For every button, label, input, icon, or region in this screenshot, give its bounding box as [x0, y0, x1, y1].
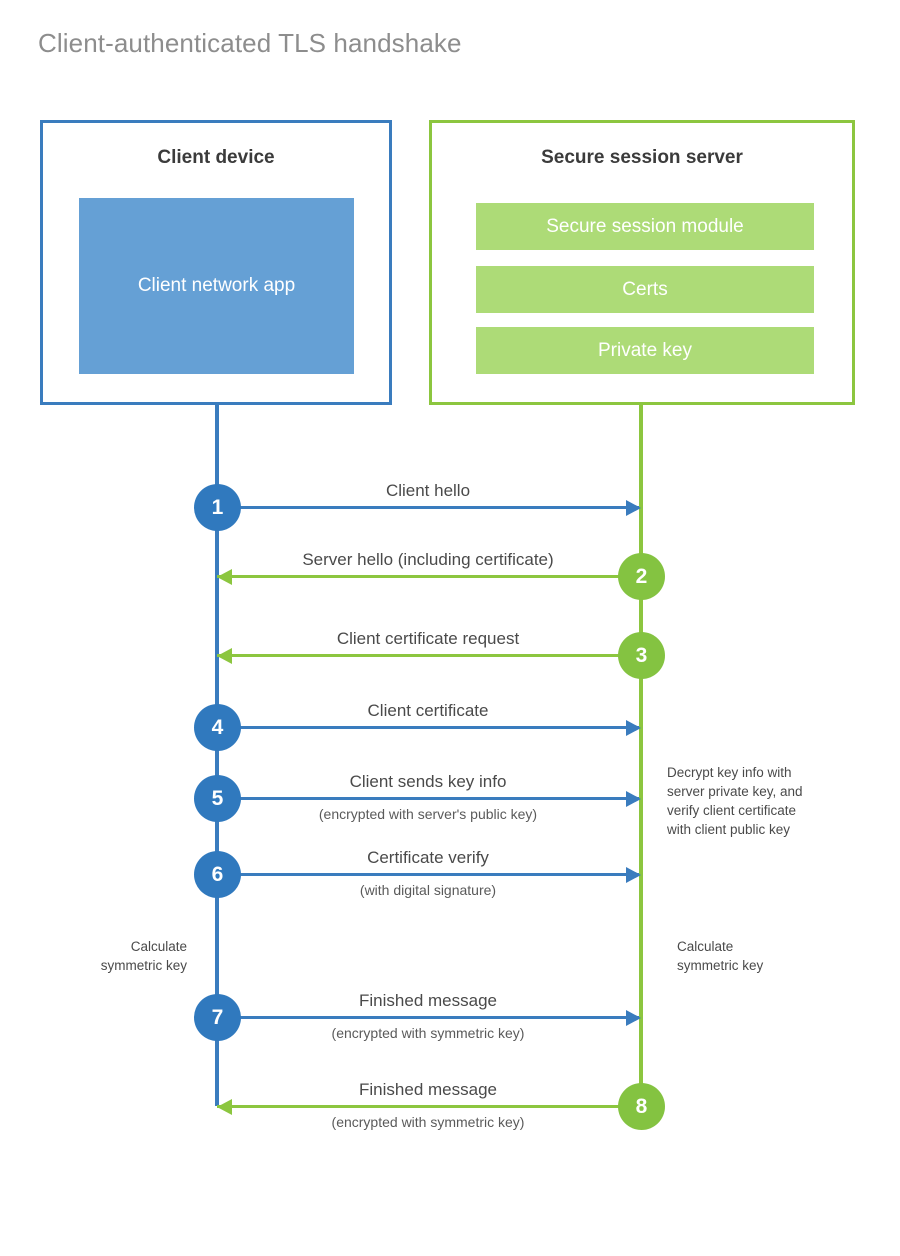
step-number-badge: 1: [194, 484, 241, 531]
step-number-badge: 8: [618, 1083, 665, 1130]
arrow-head-icon: [217, 569, 232, 585]
message-arrow-line: [217, 506, 639, 509]
secure-session-server-title: Secure session server: [541, 147, 743, 168]
message-label: Client hello: [385, 481, 471, 500]
message-sublabel: (with digital signature): [359, 882, 497, 898]
secure-session-server-box: Secure session server Secure session mod…: [429, 120, 855, 405]
step-number-badge: 2: [618, 553, 665, 600]
step-number-badge: 5: [194, 775, 241, 822]
message-label: Certificate verify: [367, 848, 489, 867]
server-lifeline: [639, 405, 643, 1106]
message-arrow-line: [217, 797, 639, 800]
note-decrypt-key-info: Decrypt key info with server private key…: [667, 765, 803, 838]
page-title: Client-authenticated TLS handshake: [38, 28, 462, 58]
server-component-certs: Certs: [476, 266, 814, 313]
message-sublabel: (encrypted with symmetric key): [331, 1025, 525, 1041]
server-component-secure-session-module: Secure session module: [476, 203, 814, 250]
message-label: Server hello (including certificate): [302, 550, 554, 569]
arrow-head-icon: [626, 500, 641, 516]
client-device-title: Client device: [157, 147, 275, 168]
step-number-badge: 4: [194, 704, 241, 751]
note-calculate-symmetric-key-server: Calculate symmetric key: [677, 939, 764, 974]
step-number-badge: 6: [194, 851, 241, 898]
message-label: Client sends key info: [349, 772, 507, 791]
client-network-app-block: Client network app: [79, 198, 354, 374]
client-device-box: Client device Client network app: [40, 120, 392, 405]
message-sublabel: (encrypted with server's public key): [318, 806, 538, 822]
message-arrow-line: [217, 575, 639, 578]
arrow-head-icon: [626, 1010, 641, 1026]
server-component-private-key: Private key: [476, 327, 814, 374]
message-label: Finished message: [359, 991, 497, 1010]
message-arrow-line: [217, 1105, 639, 1108]
message-label: Client certificate request: [336, 629, 520, 648]
message-arrow-line: [217, 654, 639, 657]
message-arrow-line: [217, 1016, 639, 1019]
message-sublabel: (encrypted with symmetric key): [331, 1114, 525, 1130]
arrow-head-icon: [626, 720, 641, 736]
message-arrow-line: [217, 873, 639, 876]
step-number-badge: 3: [618, 632, 665, 679]
arrow-head-icon: [217, 1099, 232, 1115]
client-lifeline: [215, 405, 219, 1106]
note-calculate-symmetric-key-client: Calculate symmetric key: [100, 939, 187, 974]
message-label: Finished message: [359, 1080, 497, 1099]
arrow-head-icon: [626, 867, 641, 883]
arrow-head-icon: [217, 648, 232, 664]
message-arrow-line: [217, 726, 639, 729]
arrow-head-icon: [626, 791, 641, 807]
step-number-badge: 7: [194, 994, 241, 1041]
message-label: Client certificate: [367, 701, 489, 720]
